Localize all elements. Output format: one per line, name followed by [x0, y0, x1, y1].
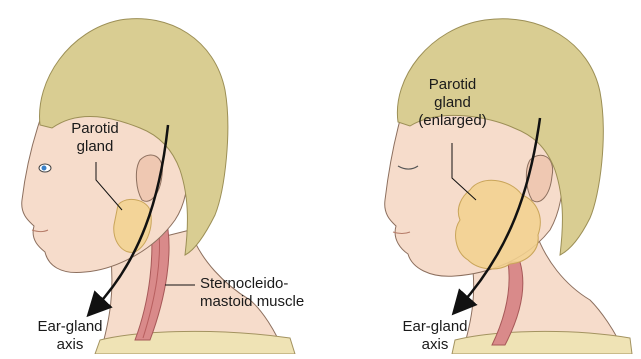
- right-axis-label-line2: axis: [385, 336, 485, 354]
- left-axis-label-line1: Ear-gland: [20, 318, 120, 336]
- left-muscle-label-line2: mastoid muscle: [200, 293, 304, 311]
- left-muscle-label-line1: Sternocleido-: [200, 275, 304, 293]
- right-parotid-label-line2: gland: [405, 94, 500, 112]
- right-parotid-label: Parotid gland (enlarged): [405, 76, 500, 130]
- left-parotid-label-line2: gland: [60, 138, 130, 156]
- right-axis-label: Ear-gland axis: [385, 318, 485, 354]
- right-parotid-label-line1: Parotid: [405, 76, 500, 94]
- right-axis-label-line1: Ear-gland: [385, 318, 485, 336]
- right-child-figure: [385, 19, 632, 354]
- left-parotid-label-line1: Parotid: [60, 120, 130, 138]
- left-axis-label: Ear-gland axis: [20, 318, 120, 354]
- left-parotid-label: Parotid gland: [60, 120, 130, 156]
- left-axis-label-line2: axis: [20, 336, 120, 354]
- left-muscle-label: Sternocleido- mastoid muscle: [200, 275, 304, 311]
- right-parotid-label-line3: (enlarged): [405, 112, 500, 130]
